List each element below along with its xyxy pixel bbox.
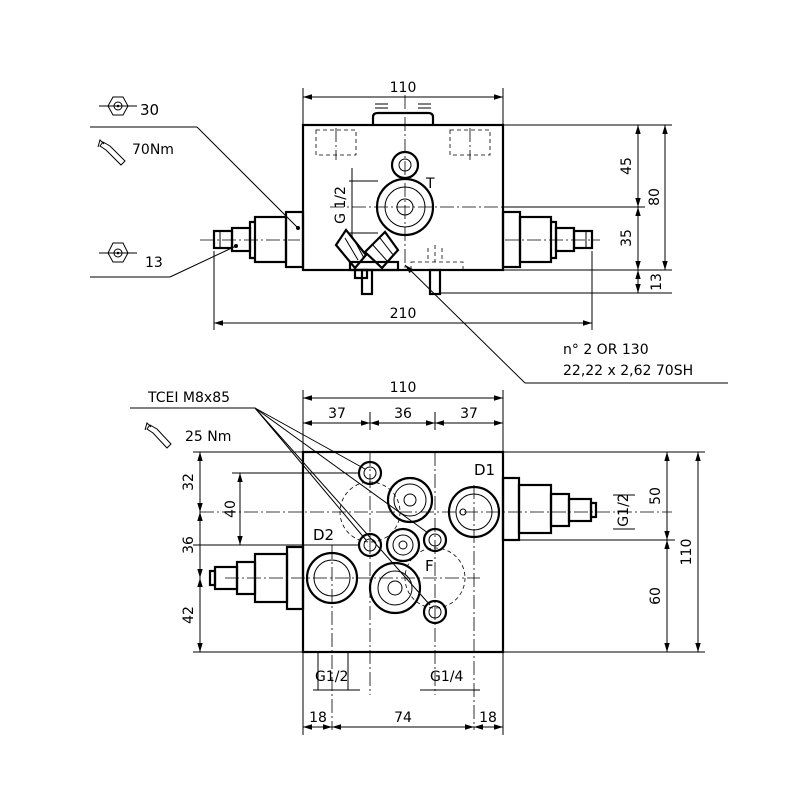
hex-nut-30-icon <box>99 96 137 116</box>
wrench-icon <box>97 139 126 166</box>
bottom-ports <box>305 476 501 615</box>
hex-size-13-label: 13 <box>145 255 163 271</box>
dim-h50-label: 50 <box>648 487 664 505</box>
port-d1-label: D1 <box>474 461 495 479</box>
dim-bottom-width-label: 110 <box>390 380 417 396</box>
dim-top-overall: 210 <box>213 251 593 330</box>
right-cartridge <box>501 210 600 269</box>
dim-h60-label: 60 <box>648 587 664 605</box>
dim-top-width-label: 110 <box>390 80 417 96</box>
bottom-left-cartridge <box>208 545 305 611</box>
dim-b18b-label: 18 <box>479 710 497 726</box>
dim-h40-label: 40 <box>223 500 239 518</box>
torque-70nm-label: 70Nm <box>132 142 174 158</box>
hex-nut-13-icon <box>99 242 137 263</box>
port-t-label: T <box>425 176 435 192</box>
dim-w36-label: 36 <box>394 406 412 422</box>
dim-bottom-right: 50 60 110 <box>503 451 705 653</box>
bottom-seat-section <box>334 228 464 296</box>
dim-bottom-bottom: 18 74 18 <box>302 652 504 735</box>
bottom-right-cartridge <box>501 476 598 542</box>
dim-w37b-label: 37 <box>460 406 478 422</box>
thread-bottom-right-label: G1/4 <box>430 669 463 685</box>
dim-h35-label: 35 <box>619 229 635 247</box>
dim-bottom-top: 110 37 36 37 <box>302 380 504 452</box>
dim-total110-label: 110 <box>679 539 695 566</box>
thread-bottom-left-label: G1/2 <box>315 669 348 685</box>
oring-line2-label: 22,22 x 2,62 70SH <box>563 363 693 379</box>
bottom-view: 110 37 36 37 32 36 42 40 <box>130 380 705 735</box>
screws-label: TCEI M8x85 <box>147 390 230 406</box>
port-f-label: F <box>425 557 434 575</box>
port-g12-circle <box>375 177 435 237</box>
port-g12-label: G 1/2 <box>333 186 349 224</box>
dim-top-verticals: 45 35 13 80 <box>440 124 672 294</box>
dim-top-width: 110 <box>302 80 504 125</box>
dim-b18a-label: 18 <box>309 710 327 726</box>
torque-25nm-label: 25 Nm <box>185 429 231 445</box>
dim-h36-label: 36 <box>181 536 197 554</box>
top-view: 110 210 45 35 13 80 <box>90 80 728 384</box>
dim-bottom-left: 32 36 42 40 <box>181 451 360 653</box>
wrench-icon-2 <box>144 422 172 449</box>
hidden-cavities <box>315 128 491 160</box>
dim-h45-label: 45 <box>619 157 635 175</box>
dim-b74-label: 74 <box>394 710 412 726</box>
dim-w37a-label: 37 <box>328 406 346 422</box>
top-boss <box>371 111 435 125</box>
oring-line1-label: n° 2 OR 130 <box>563 342 649 358</box>
dim-h32-label: 32 <box>181 473 197 491</box>
top-block-body <box>301 123 505 272</box>
thread-right-label: G1/2 <box>616 493 632 526</box>
hex-size-30-label: 30 <box>140 101 159 119</box>
dim-h42-label: 42 <box>181 606 197 624</box>
left-cartridge <box>200 210 305 269</box>
dim-h13-label: 13 <box>649 273 665 291</box>
port-d2-label: D2 <box>313 526 334 544</box>
dim-total80-label: 80 <box>647 188 663 206</box>
dim-top-overall-label: 210 <box>390 306 417 322</box>
